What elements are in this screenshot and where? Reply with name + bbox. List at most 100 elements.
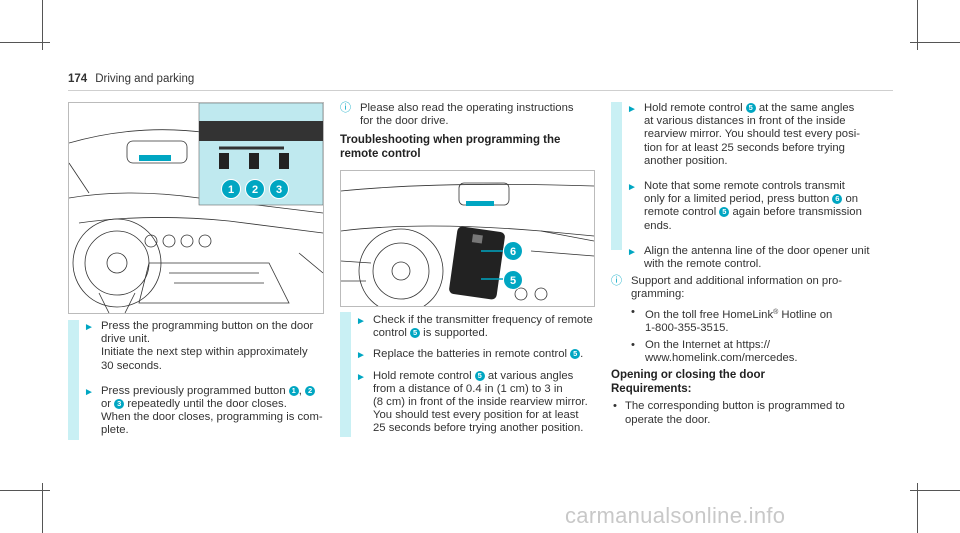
arrow-icon: ► xyxy=(84,386,94,398)
text-line: tion for at least 25 seconds before tryi… xyxy=(644,141,845,154)
step-hold-same-angles: ► Hold remote control 5 at the same angl… xyxy=(611,102,896,168)
text-line: Please also read the operating instructi… xyxy=(360,102,574,114)
text: Hold remote control xyxy=(644,102,746,114)
text: is supported. xyxy=(420,327,488,340)
text: Hotline on xyxy=(778,308,833,321)
num-badge: 5 xyxy=(570,349,581,360)
instruction-bar xyxy=(68,320,79,440)
callout-1: 1 xyxy=(221,179,241,199)
text-line: www.homelink.com/mercedes. xyxy=(645,352,798,365)
watermark: carmanualsonline.info xyxy=(565,503,786,528)
header-divider xyxy=(68,90,893,91)
text: Press previously programmed button xyxy=(101,384,289,397)
text: at various angles xyxy=(484,369,574,382)
text: only for a limited period, press button xyxy=(644,193,833,206)
text-line: plete. xyxy=(101,424,129,437)
arrow-icon: ► xyxy=(84,322,94,333)
crop-mark xyxy=(917,0,918,50)
figure-remote-control: 6 5 xyxy=(340,170,595,307)
text-line: When the door closes, programming is com… xyxy=(101,411,323,424)
arrow-icon: ► xyxy=(627,104,637,115)
bullet-requirement: • The corresponding button is programmed… xyxy=(611,400,896,426)
num-badge: 1 xyxy=(288,385,299,396)
requirements-heading: Requirements: xyxy=(611,382,692,395)
text: On the toll free HomeLink xyxy=(645,308,774,321)
column-2-steps: ► Check if the transmitter frequency of … xyxy=(340,314,602,448)
note-support: ⓘ Support and additional information on … xyxy=(611,275,896,301)
remote-illustration xyxy=(341,182,594,306)
text-line: gramming: xyxy=(631,288,685,301)
column-3: ► Hold remote control 5 at the same angl… xyxy=(611,102,896,431)
text: repeatedly until the door closes. xyxy=(124,398,287,411)
text-line: for the door drive. xyxy=(360,115,449,128)
car-interior-illustration xyxy=(69,103,323,313)
registered-mark: ® xyxy=(773,308,779,316)
text: . xyxy=(580,348,584,361)
figure-mirror-buttons: 1 2 3 xyxy=(68,102,324,314)
crop-mark xyxy=(0,42,50,43)
text-line: another position. xyxy=(644,154,728,167)
text-line: at various distances in front of the ins… xyxy=(644,115,846,128)
text-line: 25 seconds before trying another positio… xyxy=(373,422,584,435)
step-align-antenna: ► Align the antenna line of the door ope… xyxy=(611,245,896,271)
callout-2: 2 xyxy=(245,179,265,199)
column-2: ⓘ Please also read the operating instruc… xyxy=(340,102,600,165)
crop-mark xyxy=(910,490,960,491)
info-icon: ⓘ xyxy=(340,102,351,114)
text-line: rearview mirror. You should test every p… xyxy=(644,128,860,141)
text: Hold remote control xyxy=(373,369,475,382)
num-badge: 5 xyxy=(745,103,756,113)
text-line: Troubleshooting when programming the xyxy=(340,134,561,147)
num-badge: 6 xyxy=(832,194,843,205)
text-line: remote control 5 again before transmissi… xyxy=(644,206,896,219)
text-line: control 5 is supported. xyxy=(373,327,602,340)
instruction-bar xyxy=(611,102,622,250)
step-press-programmed-button: ► Press previously programmed button 1, … xyxy=(68,385,328,438)
text-line: remote control xyxy=(340,147,421,160)
step-check-frequency: ► Check if the transmitter frequency of … xyxy=(340,314,602,340)
arrow-icon: ► xyxy=(356,316,366,327)
bullet-internet: • On the Internet at https:// www.homeli… xyxy=(611,339,896,365)
text-line: or 3 repeatedly until the door closes. xyxy=(101,398,328,411)
num-badge: 5 xyxy=(410,328,421,339)
text-line: ends. xyxy=(644,219,672,232)
bullet-dot: • xyxy=(631,305,635,318)
crop-mark xyxy=(910,42,960,43)
text-line: Note that some remote controls transmit xyxy=(644,180,845,193)
text: control xyxy=(373,327,411,340)
text: on xyxy=(842,193,859,206)
section-heading: Troubleshooting when programming the rem… xyxy=(340,134,600,161)
text: at the same angles xyxy=(755,102,855,114)
text-line: Replace the batteries in remote control … xyxy=(373,348,602,361)
page-number: 174 xyxy=(68,73,88,85)
crop-mark xyxy=(917,483,918,533)
info-icon: ⓘ xyxy=(611,275,622,288)
callout-5: 5 xyxy=(503,270,523,290)
text: Replace the batteries in remote control xyxy=(373,348,571,361)
num-badge: 5 xyxy=(474,370,485,381)
text: remote control xyxy=(644,206,720,219)
text-line: Press previously programmed button 1, 2 xyxy=(101,385,328,398)
callout-3: 3 xyxy=(269,179,289,199)
text: , xyxy=(298,384,306,397)
text-line: On the Internet at https:// xyxy=(645,339,770,352)
arrow-icon: ► xyxy=(627,182,637,194)
text-line: Press the programming button on the door xyxy=(101,320,314,332)
text-line: Hold remote control 5 at various angles xyxy=(373,370,602,383)
note-operating-instructions: ⓘ Please also read the operating instruc… xyxy=(340,102,600,128)
step-limited-period: ► Note that some remote controls transmi… xyxy=(611,180,896,233)
bullet-dot: • xyxy=(631,339,635,352)
num-badge: 2 xyxy=(305,385,316,396)
bullet-dot: • xyxy=(613,400,617,413)
arrow-icon: ► xyxy=(356,350,366,362)
step-hold-remote-angles: ► Hold remote control 5 at various angle… xyxy=(340,370,602,436)
text-line: (8 cm) in front of the inside rearview m… xyxy=(373,396,588,409)
text-line: with the remote control. xyxy=(644,258,762,271)
text-line: drive unit. xyxy=(101,333,150,346)
text-line: On the toll free HomeLink® Hotline on xyxy=(645,306,896,322)
crop-mark xyxy=(42,483,43,533)
num-badge: 5 xyxy=(719,207,730,218)
text-line: only for a limited period, press button … xyxy=(644,193,896,206)
text-line: The corresponding button is programmed t… xyxy=(625,400,845,413)
